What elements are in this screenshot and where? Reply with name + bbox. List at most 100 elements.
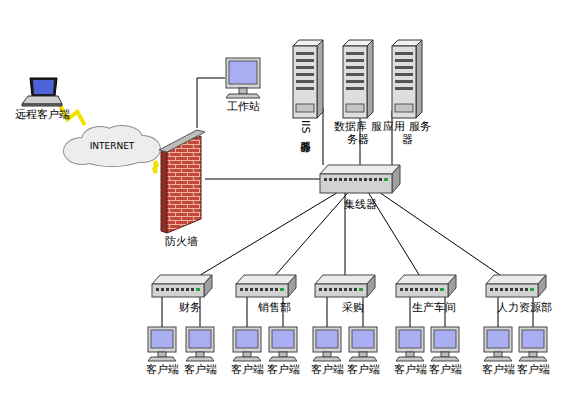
monitor-base xyxy=(396,357,424,361)
monitor-screen xyxy=(434,330,456,348)
hub-side xyxy=(538,275,546,297)
hub-led xyxy=(530,288,534,291)
hub-port xyxy=(435,288,438,291)
hub-port xyxy=(186,288,189,291)
monitor-frame xyxy=(519,327,547,352)
laptop-icon: 远程客户端 xyxy=(22,78,62,106)
icon-shape xyxy=(157,128,205,233)
icon-shape xyxy=(152,275,212,297)
client-icon: 客户端 xyxy=(430,327,460,361)
icon-shape xyxy=(392,40,422,118)
server-front xyxy=(392,46,416,118)
hub-front xyxy=(396,284,448,297)
laptop-base xyxy=(22,96,62,104)
device-label: 集线器 xyxy=(320,198,400,211)
network-link xyxy=(200,193,336,275)
monitor-neck xyxy=(494,352,502,357)
firewall-icon: 防火墙 xyxy=(157,128,205,233)
hub-port xyxy=(349,288,352,291)
device-label: 客户端 xyxy=(177,363,223,376)
client-icon: 客户端 xyxy=(268,327,298,361)
hub-side xyxy=(288,275,296,297)
client-icon: 客户端 xyxy=(147,327,177,361)
server-slot xyxy=(346,73,364,76)
internet-cloud: INTERNET xyxy=(62,125,162,167)
icon-shape xyxy=(293,40,323,118)
monitor-neck xyxy=(406,352,414,357)
wall-front xyxy=(167,136,201,233)
hub-port xyxy=(505,288,508,291)
monitor-frame xyxy=(431,327,459,352)
network-link xyxy=(197,78,225,128)
server-slot xyxy=(296,80,314,83)
icon-shape xyxy=(348,327,378,361)
hub-port xyxy=(354,288,357,291)
client-icon: 客户端 xyxy=(185,327,215,361)
device-label: 远程客户端 xyxy=(4,108,80,121)
hub-port xyxy=(181,288,184,291)
network-link xyxy=(327,297,328,327)
monitor-base xyxy=(519,357,547,361)
device-label: 客户端 xyxy=(387,363,433,376)
server-icon: 应用 服务器 xyxy=(392,40,422,118)
client-icon: 客户端 xyxy=(312,327,342,361)
hub-port xyxy=(319,288,322,291)
hub-port xyxy=(339,288,342,291)
server-slot xyxy=(346,66,364,69)
hub-port xyxy=(324,288,327,291)
server-slot xyxy=(395,66,413,69)
hub-port xyxy=(166,288,169,291)
icon-shape xyxy=(343,40,373,118)
icon-shape xyxy=(486,275,546,297)
server-side xyxy=(317,40,323,118)
server-panel xyxy=(395,104,413,112)
monitor-neck xyxy=(323,352,331,357)
server-slot xyxy=(346,59,364,62)
device-label: 客户端 xyxy=(224,363,270,376)
monitor-neck xyxy=(529,352,537,357)
monitor-screen xyxy=(316,330,338,348)
hub-port xyxy=(374,178,377,181)
hub-port xyxy=(490,288,493,291)
hub-port xyxy=(349,178,352,181)
switch-icon: 生产车间 xyxy=(396,275,456,297)
server-slot xyxy=(395,80,413,83)
monitor-frame xyxy=(186,327,214,352)
monitor-base xyxy=(269,357,297,361)
device-label: 工作站 xyxy=(215,100,271,113)
hub-icon: 集线器 xyxy=(320,165,400,193)
hub-port xyxy=(500,288,503,291)
hub-port xyxy=(430,288,433,291)
hub-port xyxy=(520,288,523,291)
hub-port xyxy=(329,178,332,181)
device-label: 防火墙 xyxy=(151,235,211,248)
monitor-neck xyxy=(279,352,287,357)
monitor-frame xyxy=(313,327,341,352)
monitor-frame xyxy=(148,327,176,352)
hub-port xyxy=(410,288,413,291)
device-label: 数据库 服务器 xyxy=(333,120,383,146)
server-slot xyxy=(395,73,413,76)
device-label: 客户端 xyxy=(475,363,521,376)
device-label: 人力资源部 xyxy=(496,301,552,314)
wall-side xyxy=(161,148,167,233)
client-icon: 客户端 xyxy=(483,327,513,361)
network-link xyxy=(276,193,348,275)
hub-side xyxy=(204,275,212,297)
monitor-frame xyxy=(233,327,261,352)
device-label: 客户端 xyxy=(422,363,468,376)
hub-port xyxy=(515,288,518,291)
laptop-screen xyxy=(30,78,57,96)
device-label: 客户端 xyxy=(139,363,185,376)
hub-port xyxy=(270,288,273,291)
client-icon: 客户端 xyxy=(232,327,262,361)
server-slot xyxy=(296,52,314,55)
monitor-neck xyxy=(239,88,247,94)
server-slot xyxy=(395,52,413,55)
hub-port xyxy=(260,288,263,291)
monitor-neck xyxy=(243,352,251,357)
hub-front xyxy=(486,284,538,297)
hub-port xyxy=(191,288,194,291)
hub-port xyxy=(324,178,327,181)
